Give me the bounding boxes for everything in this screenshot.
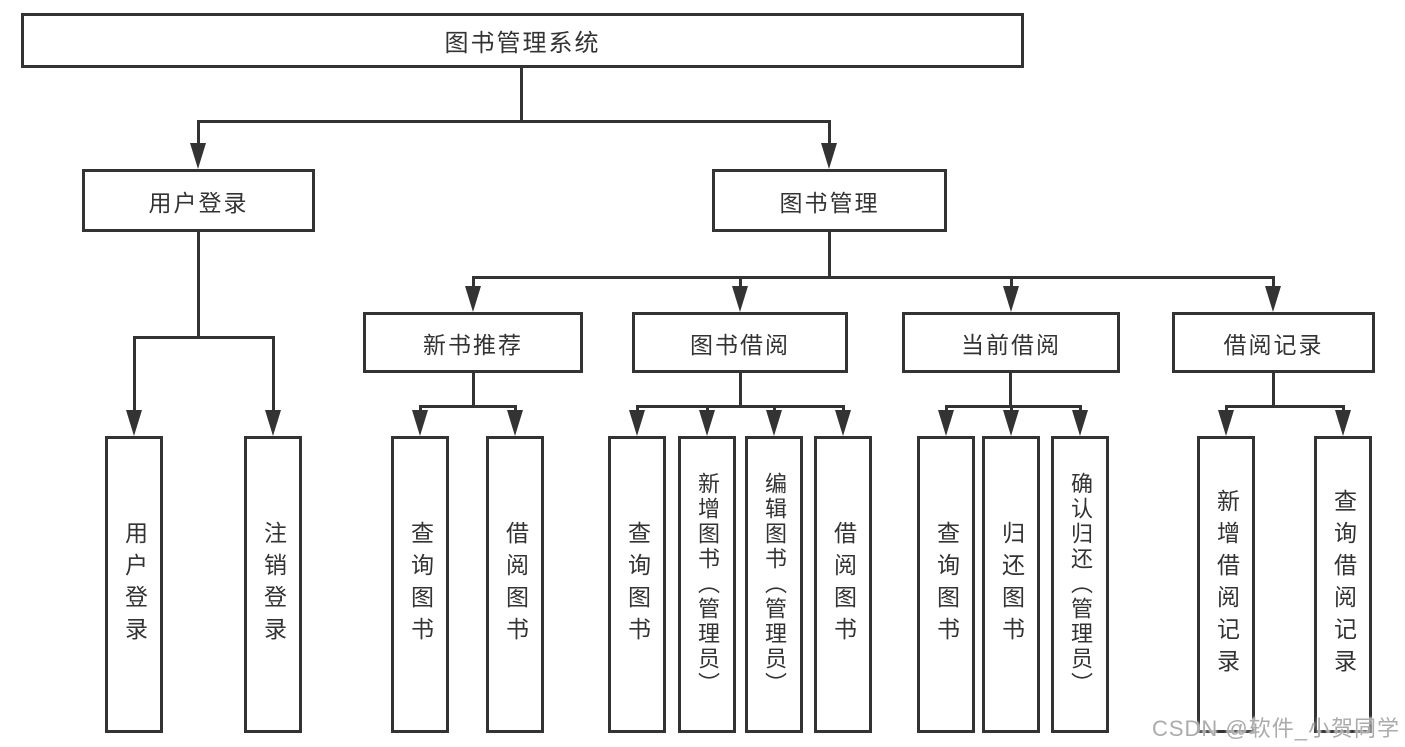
connector-line	[739, 276, 742, 288]
connector-line	[1225, 405, 1228, 414]
leaf-edit-book-admin: 编辑图书（管理员）	[745, 436, 803, 733]
connector-line	[197, 120, 830, 123]
arrow-down-icon	[766, 410, 782, 436]
node-book-borrowing-label: 图书借阅	[690, 331, 790, 358]
leaf-borrow-books-recommend: 借阅图书	[486, 436, 544, 733]
connector-line	[945, 405, 948, 414]
leaf-query-books-current: 查询图书	[917, 436, 975, 733]
leaf-query-books-recommend: 查询图书	[391, 436, 449, 733]
node-book-borrowing: 图书借阅	[632, 312, 848, 373]
connector-line	[945, 405, 1081, 408]
node-current-borrowing: 当前借阅	[902, 312, 1120, 373]
arrow-down-icon	[190, 143, 206, 169]
connector-line	[739, 373, 742, 408]
connector-line	[419, 405, 422, 414]
leaf-return-books-label: 归还图书	[998, 520, 1025, 649]
node-user-login-label: 用户登录	[148, 189, 249, 216]
connector-line	[197, 232, 200, 339]
node-library-system: 图书管理系统	[21, 13, 1024, 68]
leaf-confirm-return-admin-label: 确认归还（管理员）	[1068, 472, 1093, 697]
connector-line	[472, 373, 475, 408]
node-book-management-label: 图书管理	[779, 189, 880, 216]
leaf-borrow-books: 借阅图书	[814, 436, 872, 733]
connector-line	[1272, 373, 1275, 408]
node-borrowing-records-label: 借阅记录	[1223, 331, 1324, 358]
connector-line	[1010, 405, 1013, 414]
connector-line	[514, 405, 517, 414]
arrow-down-icon	[835, 410, 851, 436]
arrow-down-icon	[699, 410, 715, 436]
connector-line	[1342, 405, 1345, 414]
node-borrowing-records: 借阅记录	[1172, 312, 1375, 373]
connector-line	[1009, 373, 1012, 408]
watermark: CSDN @软件_小贺同学	[1151, 716, 1400, 741]
arrow-down-icon	[1003, 286, 1019, 312]
connector-line	[1225, 405, 1344, 408]
leaf-add-borrow-record: 新增借阅记录	[1197, 436, 1255, 733]
arrow-down-icon	[465, 286, 481, 312]
connector-line	[706, 405, 709, 414]
node-new-book-recommendation: 新书推荐	[363, 312, 583, 373]
connector-line	[1079, 405, 1082, 414]
leaf-query-books-recommend-label: 查询图书	[407, 520, 434, 649]
leaf-query-books-borrowing-label: 查询图书	[624, 520, 651, 649]
connector-line	[133, 336, 136, 414]
connector-line	[272, 336, 275, 414]
connector-line	[636, 405, 844, 408]
node-current-borrowing-label: 当前借阅	[961, 331, 1061, 358]
leaf-user-login-label: 用户登录	[121, 520, 148, 649]
connector-line	[419, 405, 516, 408]
arrow-down-icon	[629, 410, 645, 436]
arrow-down-icon	[938, 410, 954, 436]
leaf-logout-login-label: 注销登录	[260, 520, 287, 649]
leaf-query-books-borrowing: 查询图书	[608, 436, 666, 733]
connector-line	[472, 276, 475, 288]
arrow-down-icon	[1003, 410, 1019, 436]
connector-line	[472, 276, 1275, 279]
arrow-down-icon	[821, 143, 837, 169]
arrow-down-icon	[732, 286, 748, 312]
connector-line	[842, 405, 845, 414]
leaf-query-borrow-record: 查询借阅记录	[1314, 436, 1372, 733]
connector-line	[197, 120, 200, 146]
leaf-query-books-current-label: 查询图书	[933, 520, 960, 649]
connector-line	[1010, 276, 1013, 288]
arrow-down-icon	[1335, 410, 1351, 436]
connector-line	[133, 336, 274, 339]
leaf-user-login: 用户登录	[105, 436, 163, 733]
connector-line	[828, 120, 831, 146]
arrow-down-icon	[412, 410, 428, 436]
leaf-logout-login: 注销登录	[244, 436, 302, 733]
arrow-down-icon	[265, 410, 281, 436]
leaf-add-book-admin-label: 新增图书（管理员）	[695, 472, 720, 697]
connector-line	[636, 405, 639, 414]
node-library-system-label: 图书管理系统	[444, 30, 601, 57]
arrow-down-icon	[1265, 286, 1281, 312]
leaf-return-books: 归还图书	[982, 436, 1040, 733]
arrow-down-icon	[1072, 410, 1088, 436]
leaf-borrow-books-recommend-label: 借阅图书	[502, 520, 529, 649]
connector-line	[773, 405, 776, 414]
leaf-confirm-return-admin: 确认归还（管理员）	[1051, 436, 1109, 733]
leaf-add-borrow-record-label: 新增借阅记录	[1213, 488, 1240, 681]
leaf-add-book-admin: 新增图书（管理员）	[678, 436, 736, 733]
node-user-login: 用户登录	[82, 169, 315, 232]
connector-line	[828, 232, 831, 278]
leaf-edit-book-admin-label: 编辑图书（管理员）	[762, 472, 787, 697]
leaf-query-borrow-record-label: 查询借阅记录	[1330, 488, 1357, 681]
arrow-down-icon	[1218, 410, 1234, 436]
node-new-book-recommendation-label: 新书推荐	[423, 331, 523, 358]
connector-line	[1272, 276, 1275, 288]
arrow-down-icon	[507, 410, 523, 436]
connector-line	[520, 68, 523, 121]
leaf-borrow-books-label: 借阅图书	[830, 520, 857, 649]
node-book-management: 图书管理	[712, 169, 947, 232]
arrow-down-icon	[126, 410, 142, 436]
